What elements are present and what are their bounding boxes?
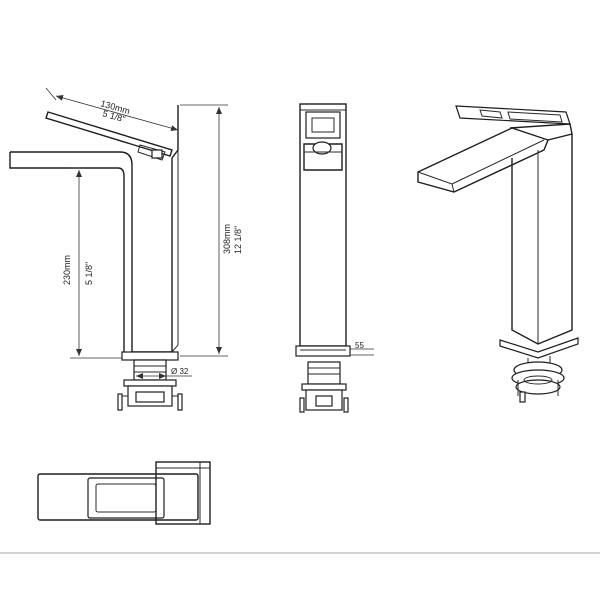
- spout-height-dimension: 230mm 5 1/8": [62, 167, 122, 359]
- front-base-plate: [295, 345, 351, 357]
- front-column: [299, 103, 347, 347]
- spout-height-metric: 230mm: [62, 255, 72, 285]
- top-spout-outline: [37, 473, 199, 521]
- top-handle-outline: [155, 461, 211, 525]
- spout-height-imperial: 5 1/8": [84, 262, 94, 285]
- faucet-body-outline: [10, 105, 179, 353]
- side-base-plate: [121, 351, 179, 361]
- front-view: 55: [295, 103, 374, 413]
- perspective-base-plate: [499, 337, 579, 359]
- front-mount-assembly: [299, 361, 349, 413]
- base-diameter-dimension: Ø 32: [136, 367, 192, 379]
- perspective-mount-assembly: [511, 356, 565, 403]
- base-height-label: 55: [355, 341, 364, 350]
- base-diameter-label: Ø 32: [171, 367, 189, 376]
- top-view: [37, 461, 211, 525]
- top-aerator-window: [87, 477, 165, 519]
- total-height-imperial: 12 1/8": [233, 226, 243, 254]
- perspective-spout: [417, 127, 549, 193]
- front-handle-window: [305, 111, 341, 139]
- perspective-view: [417, 105, 579, 403]
- base-height-dimension: 55: [350, 341, 374, 356]
- total-height-metric: 308mm: [222, 224, 232, 254]
- side-view: 130mm 5 1/8" 308mm 12 1/8" 230mm 5 1/8" …: [9, 87, 243, 411]
- perspective-column: [511, 134, 573, 345]
- lever-handle: [45, 111, 173, 157]
- total-height-dimension: 308mm 12 1/8": [180, 104, 243, 357]
